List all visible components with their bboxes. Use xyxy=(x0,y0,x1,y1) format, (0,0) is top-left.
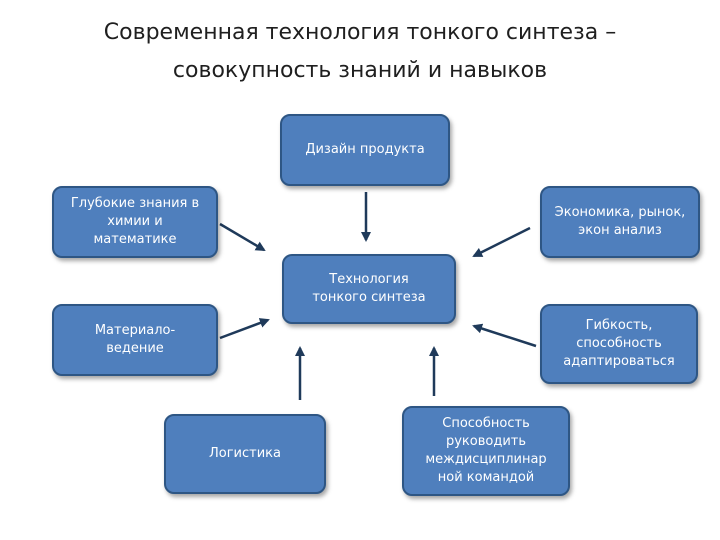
node-deep-knowledge: Глубокие знания в химии и математике xyxy=(52,186,218,258)
node-team-leadership-label: Способность руководить междисциплинар но… xyxy=(425,416,547,485)
title-line-1: Современная технология тонкого синтеза – xyxy=(103,20,617,45)
node-fine-synthesis-technology: Технология тонкого синтеза xyxy=(282,254,456,324)
node-logistics-label: Логистика xyxy=(209,446,281,461)
node-team-leadership: Способность руководить междисциплинар но… xyxy=(402,406,570,496)
node-product-design: Дизайн продукта xyxy=(280,114,450,186)
node-materials-science-label: Материало- ведение xyxy=(94,323,176,356)
node-economics-label: Экономика, рынок, экон анализ xyxy=(554,205,686,238)
node-logistics: Логистика xyxy=(164,414,326,494)
node-flexibility-label: Гибкость, способность адаптироваться xyxy=(563,318,675,369)
arrow-deep-to-tech xyxy=(219,222,266,252)
node-product-design-label: Дизайн продукта xyxy=(305,142,425,157)
arrow-econ-to-tech xyxy=(472,226,531,258)
node-materials-science: Материало- ведение xyxy=(52,304,218,376)
node-deep-knowledge-label: Глубокие знания в химии и математике xyxy=(70,196,200,247)
node-economics: Экономика, рынок, экон анализ xyxy=(540,186,700,258)
slide-title: Современная технология тонкого синтеза –… xyxy=(20,14,700,90)
node-fine-synthesis-technology-label: Технология тонкого синтеза xyxy=(312,272,426,305)
node-flexibility: Гибкость, способность адаптироваться xyxy=(540,304,698,384)
title-line-2: совокупность знаний и навыков xyxy=(172,58,548,83)
arrow-mat-to-tech xyxy=(219,318,270,340)
arrow-flex-to-tech xyxy=(472,323,537,348)
